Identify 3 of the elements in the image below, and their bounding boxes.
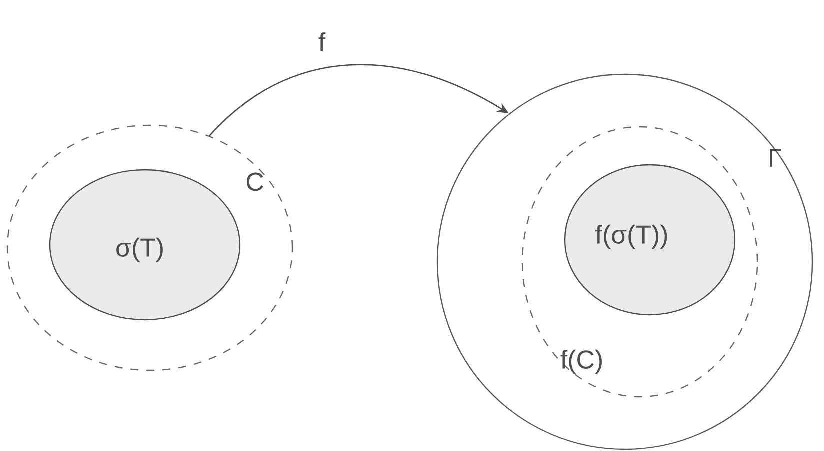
shaded-region: σ(T) [49,169,241,321]
edge-label: f [318,32,326,52]
shaded-region: f(σ(T)) [564,164,736,316]
